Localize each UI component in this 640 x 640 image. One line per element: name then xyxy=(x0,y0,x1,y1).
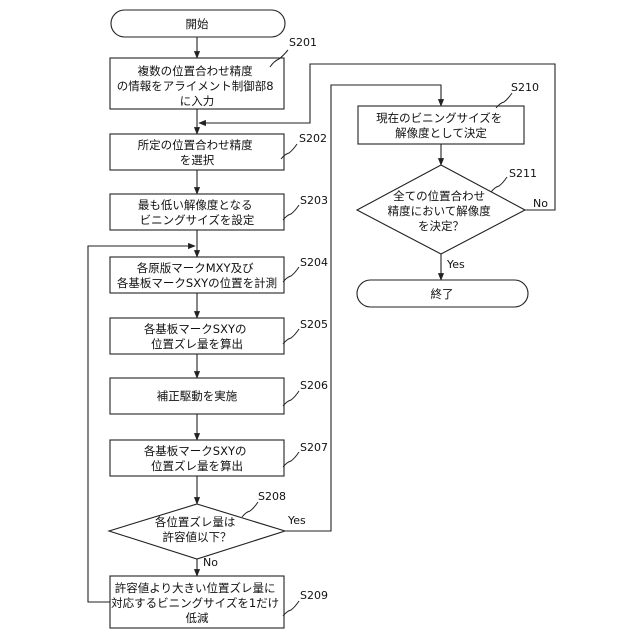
s202-step-label: S202 xyxy=(299,132,327,145)
s208-yes-label: Yes xyxy=(287,514,306,527)
s211-leader xyxy=(491,177,507,192)
svg-text:補正駆動を実施: 補正駆動を実施 xyxy=(157,389,238,403)
s211-line-2: 精度において解像度 xyxy=(388,204,492,218)
s210-line-2: 解像度として決定 xyxy=(395,126,487,140)
s203-step-label: S203 xyxy=(300,194,328,207)
s204-step-label: S204 xyxy=(300,256,328,269)
s202-line-2: を選択 xyxy=(180,153,215,167)
s209-line-1: 許容値より大きい位置ズレ量に xyxy=(115,581,276,595)
process-s210: 現在のビニングサイズを 解像度として決定 xyxy=(358,106,524,144)
s211-line-3: を決定？ xyxy=(418,219,464,233)
svg-text:各位置ズレ量は 許容値以下？: 各位置ズレ量は 許容値以下？ xyxy=(155,515,239,544)
s204-line-2: 各基板マークSXYの位置を計測 xyxy=(117,276,277,290)
s209-leader xyxy=(283,601,299,616)
s205-step-label: S205 xyxy=(300,318,328,331)
s209-line-3: 低減 xyxy=(186,611,209,625)
s208-step-label: S208 xyxy=(258,490,286,503)
start-node: 開始 xyxy=(111,10,285,37)
s210-step-label: S210 xyxy=(511,81,539,94)
s203-leader xyxy=(283,205,299,220)
svg-text:最も低い解像度となる ビニングサイズを設定: 最も低い解像度となる ビニングサイズを設定 xyxy=(138,198,256,227)
decision-s211: 全ての位置合わせ 精度において解像度 を決定？ xyxy=(357,165,525,254)
s201-line-1: 複数の位置合わせ精度 xyxy=(138,64,253,78)
s207-leader xyxy=(283,452,299,467)
s205-leader xyxy=(283,329,299,344)
process-s206: 補正駆動を実施 xyxy=(110,378,284,414)
edge-s208-yes-s210 xyxy=(285,85,441,531)
svg-text:各基板マークSXYの 位置ズレ量を算出: 各基板マークSXYの 位置ズレ量を算出 xyxy=(144,322,250,351)
process-s205: 各基板マークSXYの 位置ズレ量を算出 xyxy=(110,318,284,354)
s210-line-1: 現在のビニングサイズを xyxy=(376,111,502,125)
s205-line-2: 位置ズレ量を算出 xyxy=(151,337,243,351)
end-label: 終了 xyxy=(431,287,454,301)
start-label: 開始 xyxy=(186,17,209,31)
decision-s208: 各位置ズレ量は 許容値以下？ xyxy=(109,504,285,559)
s209-step-label: S209 xyxy=(300,589,328,602)
s209-line-2: 対応するビニングサイズを1だけ xyxy=(111,596,279,610)
s206-leader xyxy=(283,391,299,406)
s204-line-1: 各原版マークMXY及び xyxy=(137,261,254,275)
s202-line-1: 所定の位置合わせ精度 xyxy=(138,138,253,152)
s204-leader xyxy=(283,267,299,282)
process-s204: 各原版マークMXY及び 各基板マークSXYの位置を計測 xyxy=(110,257,284,293)
s208-leader xyxy=(242,502,258,517)
s208-line-2: 許容値以下？ xyxy=(163,530,232,544)
s206-step-label: S206 xyxy=(300,379,328,392)
process-s203: 最も低い解像度となる ビニングサイズを設定 xyxy=(110,194,284,230)
s203-line-1: 最も低い解像度となる xyxy=(138,198,253,212)
s206-line-1: 補正駆動を実施 xyxy=(157,389,238,403)
s201-line-3: に入力 xyxy=(180,94,215,108)
svg-text:各基板マークSXYの 位置ズレ量を算出: 各基板マークSXYの 位置ズレ量を算出 xyxy=(144,444,250,473)
s211-line-1: 全ての位置合わせ xyxy=(393,189,485,203)
svg-text:現在のビニングサイズを 解像度として決定: 現在のビニングサイズを 解像度として決定 xyxy=(376,111,506,140)
process-s207: 各基板マークSXYの 位置ズレ量を算出 xyxy=(110,440,284,476)
s203-line-2: ビニングサイズを設定 xyxy=(140,213,255,227)
end-node: 終了 xyxy=(357,280,528,307)
s201-step-label: S201 xyxy=(289,36,317,49)
process-s209: 許容値より大きい位置ズレ量に 対応するビニングサイズを1だけ 低減 xyxy=(110,576,284,628)
svg-text:各原版マークMXY及び 各基板マークSXYの位置: 各原版マークMXY及び 各基板マークSXYの位置を計測 xyxy=(117,261,277,290)
s207-line-2: 位置ズレ量を算出 xyxy=(151,459,243,473)
s208-no-label: No xyxy=(203,556,218,569)
s207-step-label: S207 xyxy=(300,441,328,454)
process-s202: 所定の位置合わせ精度 を選択 xyxy=(110,134,284,170)
s205-line-1: 各基板マークSXYの xyxy=(144,322,247,336)
s211-yes-label: Yes xyxy=(446,258,465,271)
process-s201: 複数の位置合わせ精度 の情報をアライメント制御部8 に入力 xyxy=(110,58,284,109)
s211-step-label: S211 xyxy=(509,167,537,180)
s207-line-1: 各基板マークSXYの xyxy=(144,444,247,458)
s211-no-label: No xyxy=(533,197,548,210)
s208-line-1: 各位置ズレ量は xyxy=(155,515,236,529)
s201-line-2: の情報をアライメント制御部8 xyxy=(117,79,274,93)
